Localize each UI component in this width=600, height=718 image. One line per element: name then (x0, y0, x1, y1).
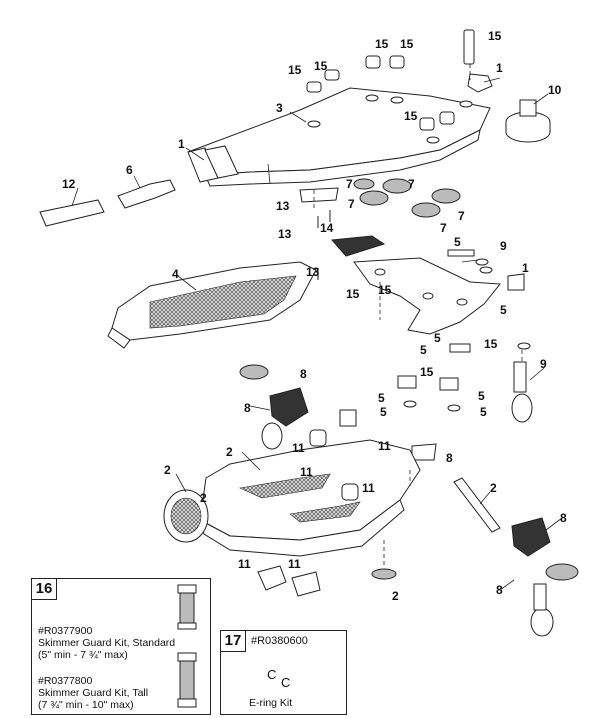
callout-4: 4 (172, 267, 179, 281)
callout-8: 8 (560, 511, 567, 525)
tall-kit-name: Skimmer Guard Kit, Tall (38, 687, 149, 699)
callout-13: 13 (276, 199, 290, 213)
callout-7: 7 (408, 177, 415, 191)
callout-5: 5 (434, 331, 441, 345)
rubber-plug-icons (306, 55, 455, 131)
callout-2: 2 (490, 481, 497, 495)
callout-15: 15 (400, 37, 414, 51)
callout-11: 11 (362, 481, 375, 495)
standard-kit-range: (5" min - 7 ¾" max) (38, 649, 128, 661)
callout-5: 5 (500, 303, 507, 317)
callout-1: 1 (522, 261, 529, 275)
callout-15: 15 (288, 63, 302, 77)
e-ring-icon: C (267, 667, 277, 682)
e-ring-kit-name: E-ring Kit (249, 697, 293, 709)
callout-6: 6 (126, 163, 133, 177)
assembly-lines (313, 64, 523, 566)
hardware-screw-parts (339, 343, 471, 461)
callout-8: 8 (496, 583, 503, 597)
callout-5: 5 (380, 405, 387, 419)
callout-11: 11 (300, 465, 313, 479)
callout-14: 14 (320, 221, 334, 235)
skimmer-guard-kit-box: 16 #R0377900 Skimmer Guard Kit, Standard… (31, 578, 211, 715)
callout-15: 15 (375, 37, 389, 51)
callout-15: 15 (420, 365, 434, 379)
tall-part-number: #R0377800 (38, 675, 93, 687)
callout-7: 7 (458, 209, 465, 223)
callout-11: 11 (238, 557, 251, 571)
callout-11: 11 (288, 557, 301, 571)
callout-9: 9 (500, 239, 507, 253)
caster-wheel-parts (239, 258, 579, 637)
callout-11: 11 (378, 439, 391, 453)
callout-1: 1 (496, 61, 503, 75)
callout-15: 15 (488, 29, 502, 43)
skid-pad-parts (257, 565, 397, 597)
callout-2: 2 (200, 491, 207, 505)
leader-lines (71, 77, 563, 591)
filter-screen-part (107, 261, 317, 349)
callout-2: 2 (226, 445, 233, 459)
callout-5: 5 (420, 343, 427, 357)
callout-5: 5 (480, 405, 487, 419)
callout-2: 2 (164, 463, 171, 477)
standard-part-number: #R0377900 (38, 625, 93, 637)
callout-13: 13 (306, 265, 320, 279)
callout-15: 15 (314, 59, 328, 73)
callout-8: 8 (244, 401, 251, 415)
callout-5: 5 (478, 389, 485, 403)
callout-7: 7 (348, 197, 355, 211)
tall-kit-range: (7 ¾" min - 10" max) (38, 699, 134, 711)
kit-number: 17 (221, 631, 246, 652)
callout-15: 15 (404, 109, 418, 123)
callout-7: 7 (440, 221, 447, 235)
top-housing-part (187, 87, 491, 187)
callout-5: 5 (454, 235, 461, 249)
standard-kit-name: Skimmer Guard Kit, Standard (38, 637, 176, 649)
e-ring-icon: C (281, 675, 291, 690)
callout-13: 13 (278, 227, 292, 241)
callout-11: 11 (292, 441, 305, 455)
callout-2: 2 (392, 589, 399, 603)
bracket-part (299, 187, 386, 280)
weight-disc-parts (353, 178, 461, 218)
callout-15: 15 (484, 337, 498, 351)
chassis-plate-part (353, 249, 525, 335)
callout-3: 3 (276, 101, 283, 115)
callout-9: 9 (540, 357, 547, 371)
callout-1: 1 (178, 137, 185, 151)
skimmer-guard-illustration (177, 584, 197, 708)
e-ring-kit-box: 17 #R0380600 C C E-ring Kit (220, 630, 347, 715)
callout-8: 8 (300, 367, 307, 381)
top-bolt-part (463, 29, 551, 143)
kit-number: 16 (32, 579, 57, 600)
callout-10: 10 (548, 83, 562, 97)
callout-5: 5 (378, 391, 385, 405)
axle-rod-part (453, 477, 501, 533)
e-ring-part-number: #R0380600 (251, 635, 308, 647)
callout-15: 15 (378, 283, 392, 297)
hose-connector-part (39, 179, 176, 227)
callout-12: 12 (62, 177, 76, 191)
callout-15: 15 (346, 287, 360, 301)
callout-8: 8 (446, 451, 453, 465)
callout-numbers: 15 15 15 15 15 15 15 15 15 15 1 1 1 10 3… (62, 29, 567, 603)
callout-7: 7 (346, 177, 353, 191)
